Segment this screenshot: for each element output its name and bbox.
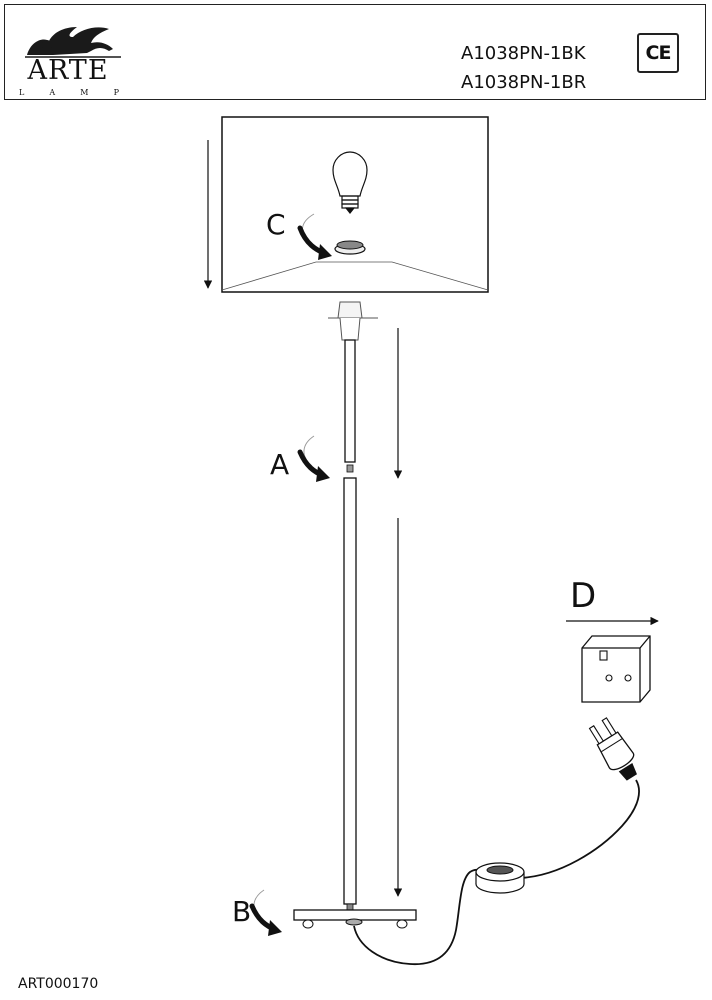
brand-sub-letter: P xyxy=(113,88,119,97)
brand-name: ARTE xyxy=(27,55,109,86)
rotate-arrow-icon xyxy=(297,213,332,260)
lamp-base xyxy=(293,909,417,929)
ce-mark: CE xyxy=(637,33,679,73)
upper-pole xyxy=(344,339,356,463)
step-label-d: D xyxy=(570,576,597,616)
pole-joint xyxy=(346,464,354,473)
brand-sub-letter: M xyxy=(80,88,89,97)
step-label-c: C xyxy=(266,208,286,241)
model-number-bk: A1038PN-1BK xyxy=(461,43,586,64)
header-frame: ARTE L A M P A1038PN-1BK A1038PN-1BR CE xyxy=(4,4,706,100)
model-numbers: A1038PN-1BK A1038PN-1BR xyxy=(461,39,586,97)
rotate-arrow-icon xyxy=(249,889,282,936)
power-cable xyxy=(519,779,640,879)
rotate-arrow-icon xyxy=(297,435,330,482)
brand-sub-letter: L xyxy=(19,88,25,97)
light-bulb-icon xyxy=(332,151,368,214)
brand-subtitle: L A M P xyxy=(19,88,119,97)
winged-lion-icon xyxy=(25,27,121,58)
step-label-b: B xyxy=(232,895,252,928)
power-cable xyxy=(353,868,487,965)
shade-ring xyxy=(334,240,366,255)
foot-switch xyxy=(475,862,525,894)
lower-pole xyxy=(343,477,357,905)
article-code: ART000170 xyxy=(18,976,99,992)
brand-sub-letter: A xyxy=(49,88,56,97)
step-label-a: A xyxy=(270,448,290,481)
wall-socket xyxy=(581,635,651,703)
plug-icon xyxy=(588,717,637,781)
model-number-br: A1038PN-1BR xyxy=(461,72,587,93)
lamp-socket xyxy=(328,301,378,341)
